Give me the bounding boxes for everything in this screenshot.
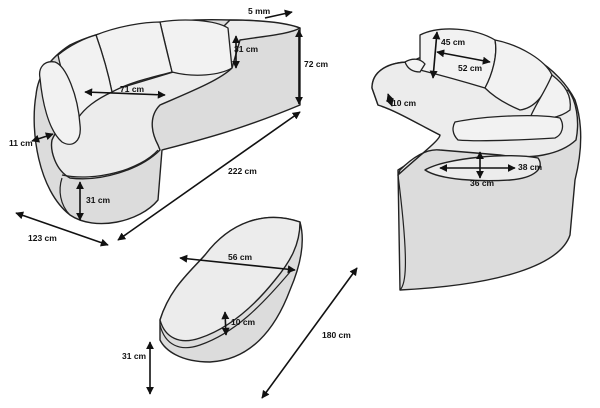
dim-label-71: 71 cm bbox=[120, 84, 145, 94]
left-side-pillow bbox=[38, 61, 81, 145]
dim-label-11: 11 cm bbox=[9, 138, 33, 148]
dim-label-52: 52 cm bbox=[458, 63, 483, 73]
right-side-pillow bbox=[404, 58, 426, 73]
dim-label-56: 56 cm bbox=[228, 252, 253, 262]
dim-label-222: 222 cm bbox=[228, 166, 257, 176]
left-sofa-dimensions: 5 mm 31 cm 72 cm 71 cm 11 cm 222 cm 31 c… bbox=[9, 6, 329, 247]
dim-label-45: 45 cm bbox=[441, 37, 466, 47]
dim-label-38: 38 cm bbox=[518, 162, 543, 172]
dim-label-5mm: 5 mm bbox=[248, 6, 271, 16]
dim-label-36: 36 cm bbox=[470, 178, 495, 188]
dim-label-72: 72 cm bbox=[304, 59, 329, 69]
dim-label-seat-31: 31 cm bbox=[86, 195, 111, 205]
dim-label-10-back: 10 cm bbox=[392, 98, 417, 108]
dim-label-123: 123 cm bbox=[28, 233, 57, 243]
right-sofa-dimensions: 45 cm 52 cm 10 cm 38 cm 36 cm bbox=[385, 31, 543, 188]
dim-label-arm-31: 31 cm bbox=[234, 44, 259, 54]
ottoman bbox=[159, 216, 303, 363]
left-sofa bbox=[33, 19, 301, 225]
right-seat-cushion bbox=[452, 115, 564, 142]
dim-label-10-ottoman: 10 cm bbox=[231, 317, 256, 327]
dim-label-180: 180 cm bbox=[322, 330, 351, 340]
right-back-cushion-2 bbox=[484, 39, 553, 111]
ottoman-dimensions: 56 cm 10 cm 31 cm 180 cm bbox=[122, 252, 358, 399]
dim-label-31-ottoman: 31 cm bbox=[122, 351, 147, 361]
